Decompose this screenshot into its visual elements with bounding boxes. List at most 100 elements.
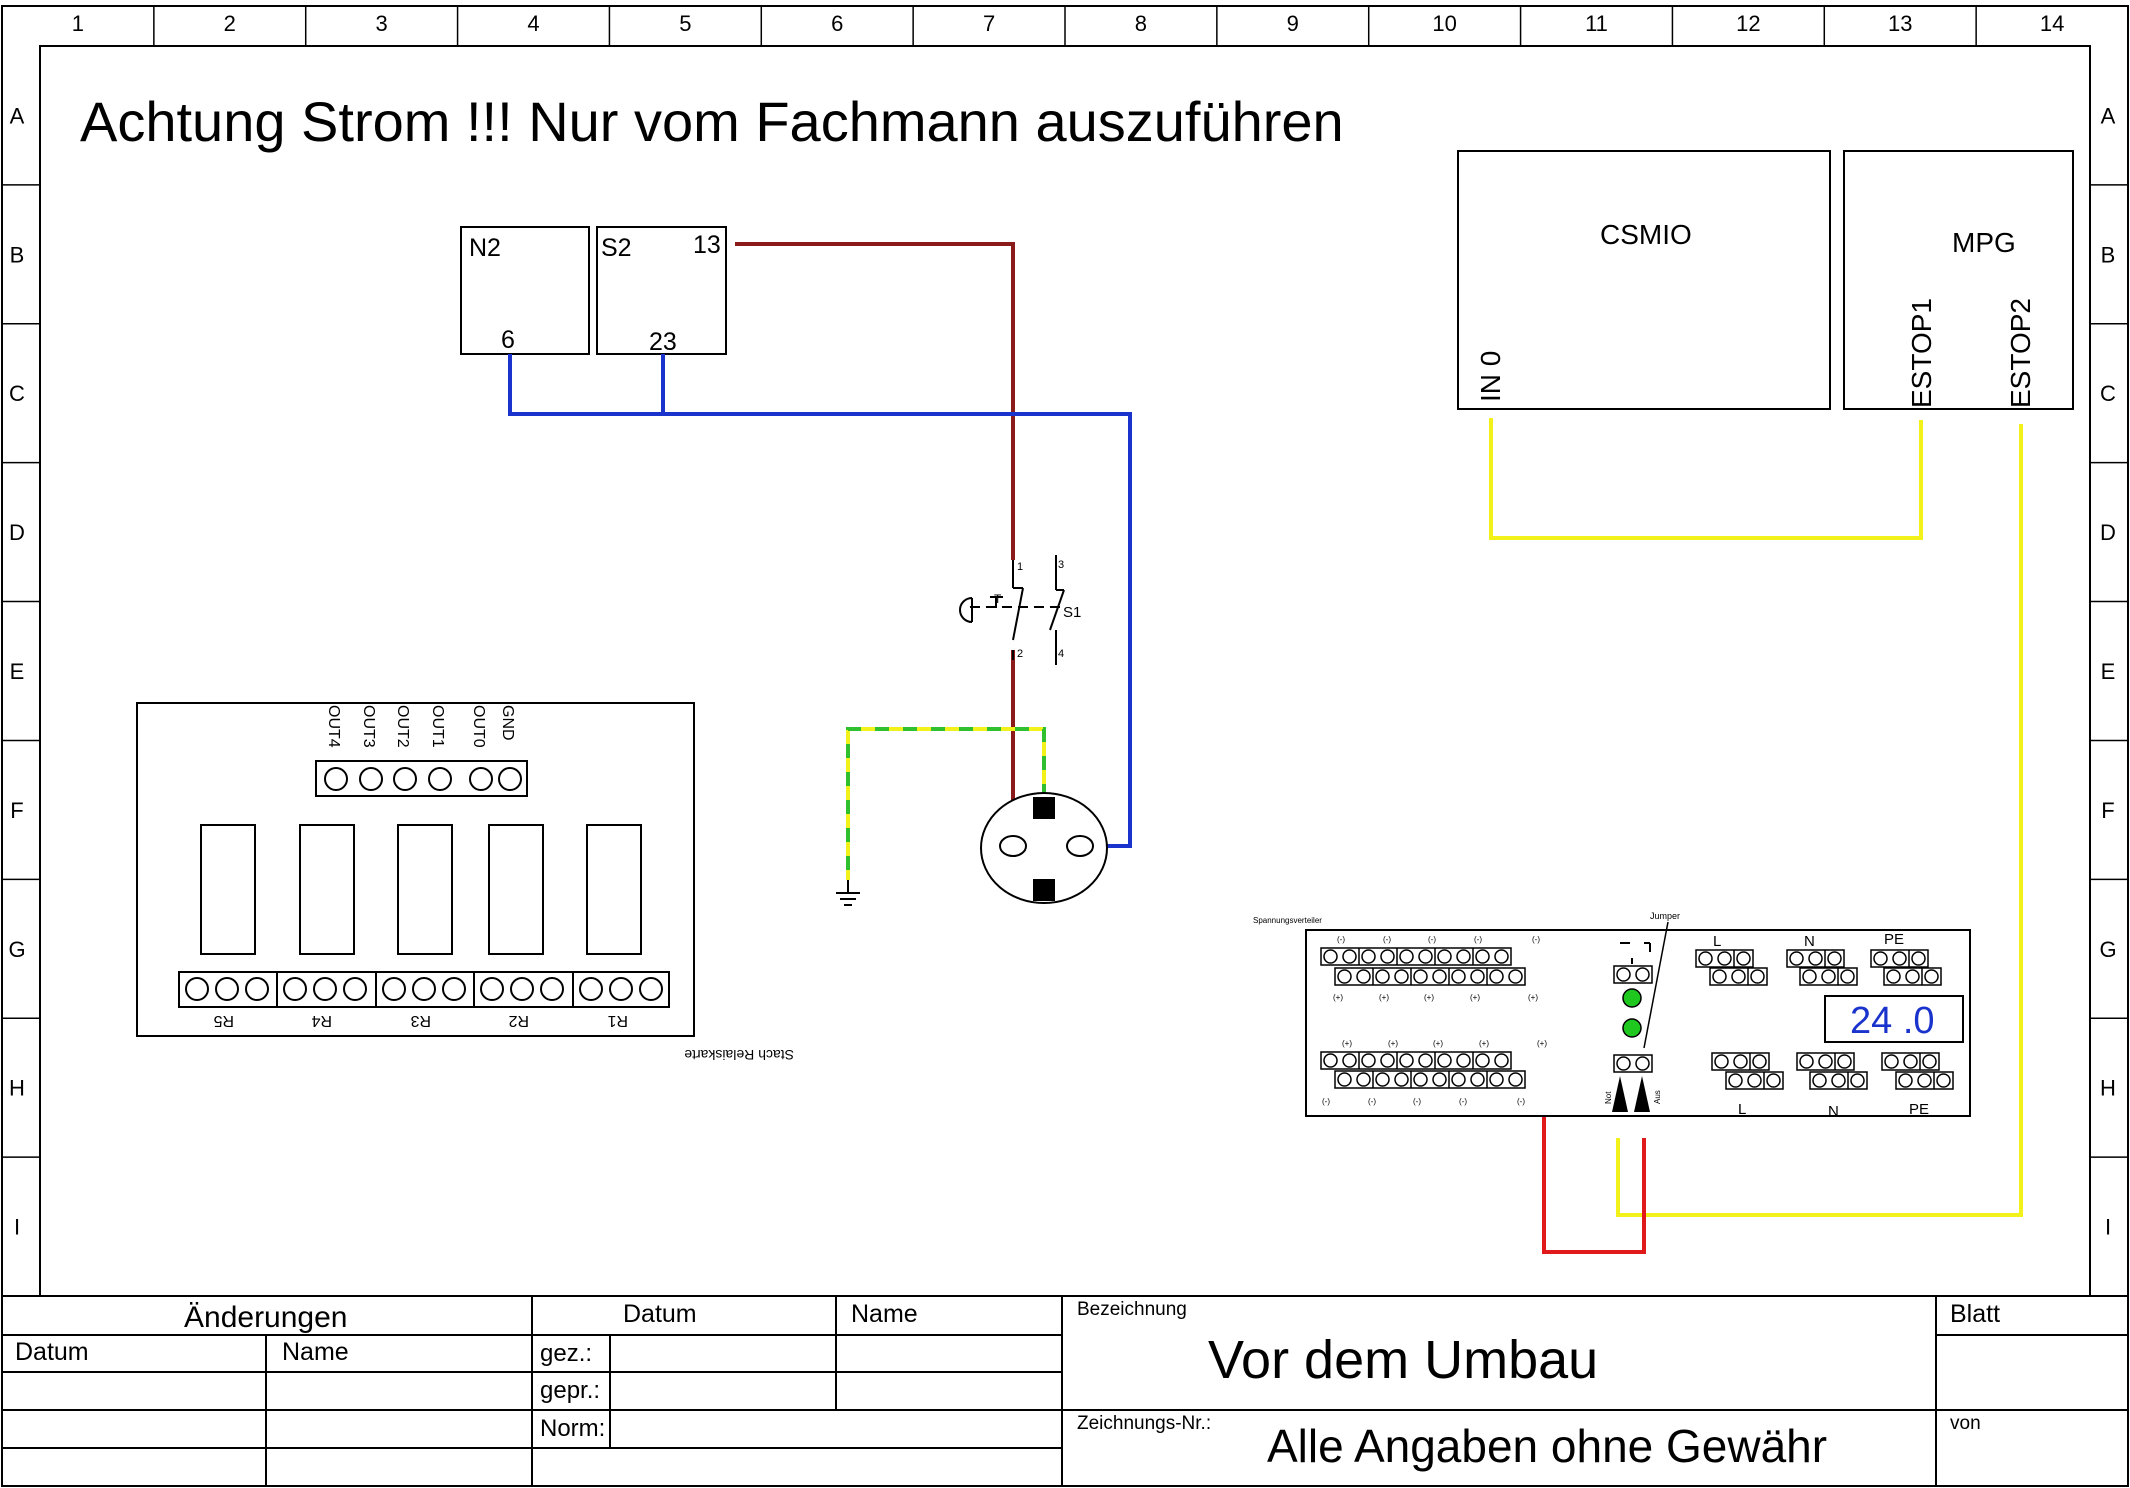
- frame-row-label-right: B: [2101, 242, 2116, 267]
- relay-n2-box: [460, 226, 590, 355]
- frame-column-label: 3: [376, 11, 388, 36]
- pb-l-upper-screw: [1698, 951, 1713, 966]
- frame-column-label: 11: [1585, 11, 1608, 36]
- von-label: von: [1950, 1413, 1981, 1434]
- wire-brown-phase: [735, 242, 1015, 560]
- relay-card-relay-screw: [480, 977, 504, 1001]
- relay-card-relay: [586, 824, 642, 955]
- relay-card-output-label: OUT4: [325, 705, 342, 748]
- l-label-bottom: L: [1738, 1101, 1746, 1118]
- pb-strip-plus-upper-screw: [1323, 1053, 1338, 1068]
- relay-card-relay-screw: [215, 977, 239, 1001]
- pb-strip-minus-lower-screw: [1470, 969, 1485, 984]
- relay-card-relay-screw: [579, 977, 603, 1001]
- frame-row-label-left: E: [10, 659, 25, 684]
- relay-card-relay: [488, 824, 544, 955]
- frame-column-label: 7: [983, 11, 995, 36]
- pb-plus-mark: (+): [1433, 1039, 1443, 1048]
- pb-strip-minus-upper-screw: [1399, 949, 1414, 964]
- pb-pe2-upper-screw: [1903, 1054, 1918, 1069]
- relay-card-output-screw: [498, 767, 522, 791]
- pb-plus-mark-mid: (+): [1333, 993, 1343, 1002]
- pb-strip-minus-upper-screw: [1418, 949, 1433, 964]
- wire-blue-neutral: [508, 354, 1132, 848]
- pb-minus-mark: (-): [1428, 935, 1436, 944]
- relay-card-relay-screw: [510, 977, 534, 1001]
- power-board-polarity-marks: (-)(-)(-)(-)(-)(-)(-)(-)(-)(-)(+)(+)(+)(…: [1322, 935, 1547, 1106]
- mpg-pin-estop1: ESTOP1: [1906, 298, 1937, 408]
- jumper-leader: [1643, 921, 1669, 1049]
- relay-card-relay: [200, 824, 256, 955]
- relay-card-output-label: OUT2: [394, 705, 411, 748]
- frame-column-label: 12: [1736, 11, 1760, 36]
- approval-row-norm: Norm:: [540, 1415, 605, 1442]
- relay-card-relay-screw: [540, 977, 564, 1001]
- pb-l2-upper-screw: [1752, 1054, 1767, 1069]
- relay-card-relay-bodies: [200, 824, 642, 955]
- pb-l2-upper-screw: [1714, 1054, 1729, 1069]
- pb-strip-minus-lower-screw: [1394, 969, 1409, 984]
- changes-col-name: Name: [282, 1338, 349, 1366]
- relay-card-output-label: GND: [499, 705, 516, 741]
- pb-l2-lower-screw: [1728, 1073, 1743, 1088]
- frame-column-label: 6: [831, 11, 843, 36]
- pb-n2-lower-screw: [1831, 1073, 1846, 1088]
- approval-col-name: Name: [851, 1300, 918, 1328]
- pb-strip-minus-lower-screw: [1356, 969, 1371, 984]
- pb-strip-plus-upper-screw: [1342, 1053, 1357, 1068]
- csmio-box: [1457, 150, 1831, 410]
- relay-card-relay-screw: [442, 977, 466, 1001]
- pb-minus-mark: (-): [1532, 935, 1540, 944]
- pb-pe-lower-screw: [1886, 969, 1901, 984]
- relay-card-output-label: OUT3: [360, 705, 377, 748]
- power-board-header: Spannungsverteiler: [1253, 916, 1322, 925]
- schuko-socket: [980, 792, 1108, 904]
- pb-minus-mark-bottom: (-): [1368, 1097, 1376, 1106]
- relay-s2-box: [596, 226, 727, 355]
- relay-card-relay-screw: [412, 977, 436, 1001]
- pb-strip-plus-lower-screw: [1394, 1072, 1409, 1087]
- frame-row-label-right: F: [2101, 798, 2114, 823]
- relay-card-relay-screw: [343, 977, 367, 1001]
- mpg-box: [1843, 150, 2074, 410]
- relay-card-relay-label: R5: [213, 1012, 234, 1029]
- relay-card-relay-screw: [185, 977, 209, 1001]
- pe-label-bottom: PE: [1909, 1101, 1929, 1118]
- pb-pe2-lower-screw: [1898, 1073, 1913, 1088]
- power-board-terminal-strips: [1320, 947, 1954, 1090]
- approval-row-gez: gez.:: [540, 1340, 592, 1367]
- pb-l-lower-screw: [1731, 969, 1746, 984]
- relay-n2-terminal: 6: [501, 326, 515, 354]
- l-label-top: L: [1713, 933, 1721, 950]
- voltage-display-value: 24 .0: [1850, 1000, 1935, 1042]
- pb-n-lower-screw: [1821, 969, 1836, 984]
- pb-strip-plus-upper-screw: [1361, 1053, 1376, 1068]
- frame-row-label-right: C: [2100, 381, 2116, 406]
- zeichnungsnr-label: Zeichnungs-Nr.:: [1077, 1413, 1211, 1434]
- not-aus-arrow-right: [1634, 1076, 1650, 1112]
- socket-body: [980, 792, 1108, 904]
- relay-card-output-label: OUT0: [470, 705, 487, 748]
- estop-contact-3: 3: [1058, 559, 1064, 571]
- pb-plus-mark: (+): [1537, 1039, 1547, 1048]
- pb-plus-mark: (+): [1342, 1039, 1352, 1048]
- pb-pe-upper-screw: [1892, 951, 1907, 966]
- pb-n-upper-screw: [1827, 951, 1842, 966]
- pb-n2-upper-screw: [1837, 1054, 1852, 1069]
- pb-strip-minus-upper-screw: [1361, 949, 1376, 964]
- frame-row-label-right: D: [2100, 520, 2116, 545]
- pb-strip-minus-lower-screw: [1451, 969, 1466, 984]
- frame-row-label-left: C: [9, 381, 25, 406]
- pb-pe2-lower-screw: [1936, 1073, 1951, 1088]
- frame-column-label: 13: [1888, 11, 1912, 36]
- frame-row-ticks: [2, 184, 2128, 1158]
- relay-s2-terminal-top: 13: [693, 231, 721, 259]
- pb-strip-minus-upper-screw: [1494, 949, 1509, 964]
- pb-pe-upper-screw: [1911, 951, 1926, 966]
- relay-card-relay-label: R1: [607, 1012, 628, 1029]
- relay-s2: S2 13 23: [596, 226, 727, 356]
- socket-earth-clip-bottom: [1033, 879, 1055, 901]
- pb-not-aus-terminal-screw: [1635, 1056, 1650, 1071]
